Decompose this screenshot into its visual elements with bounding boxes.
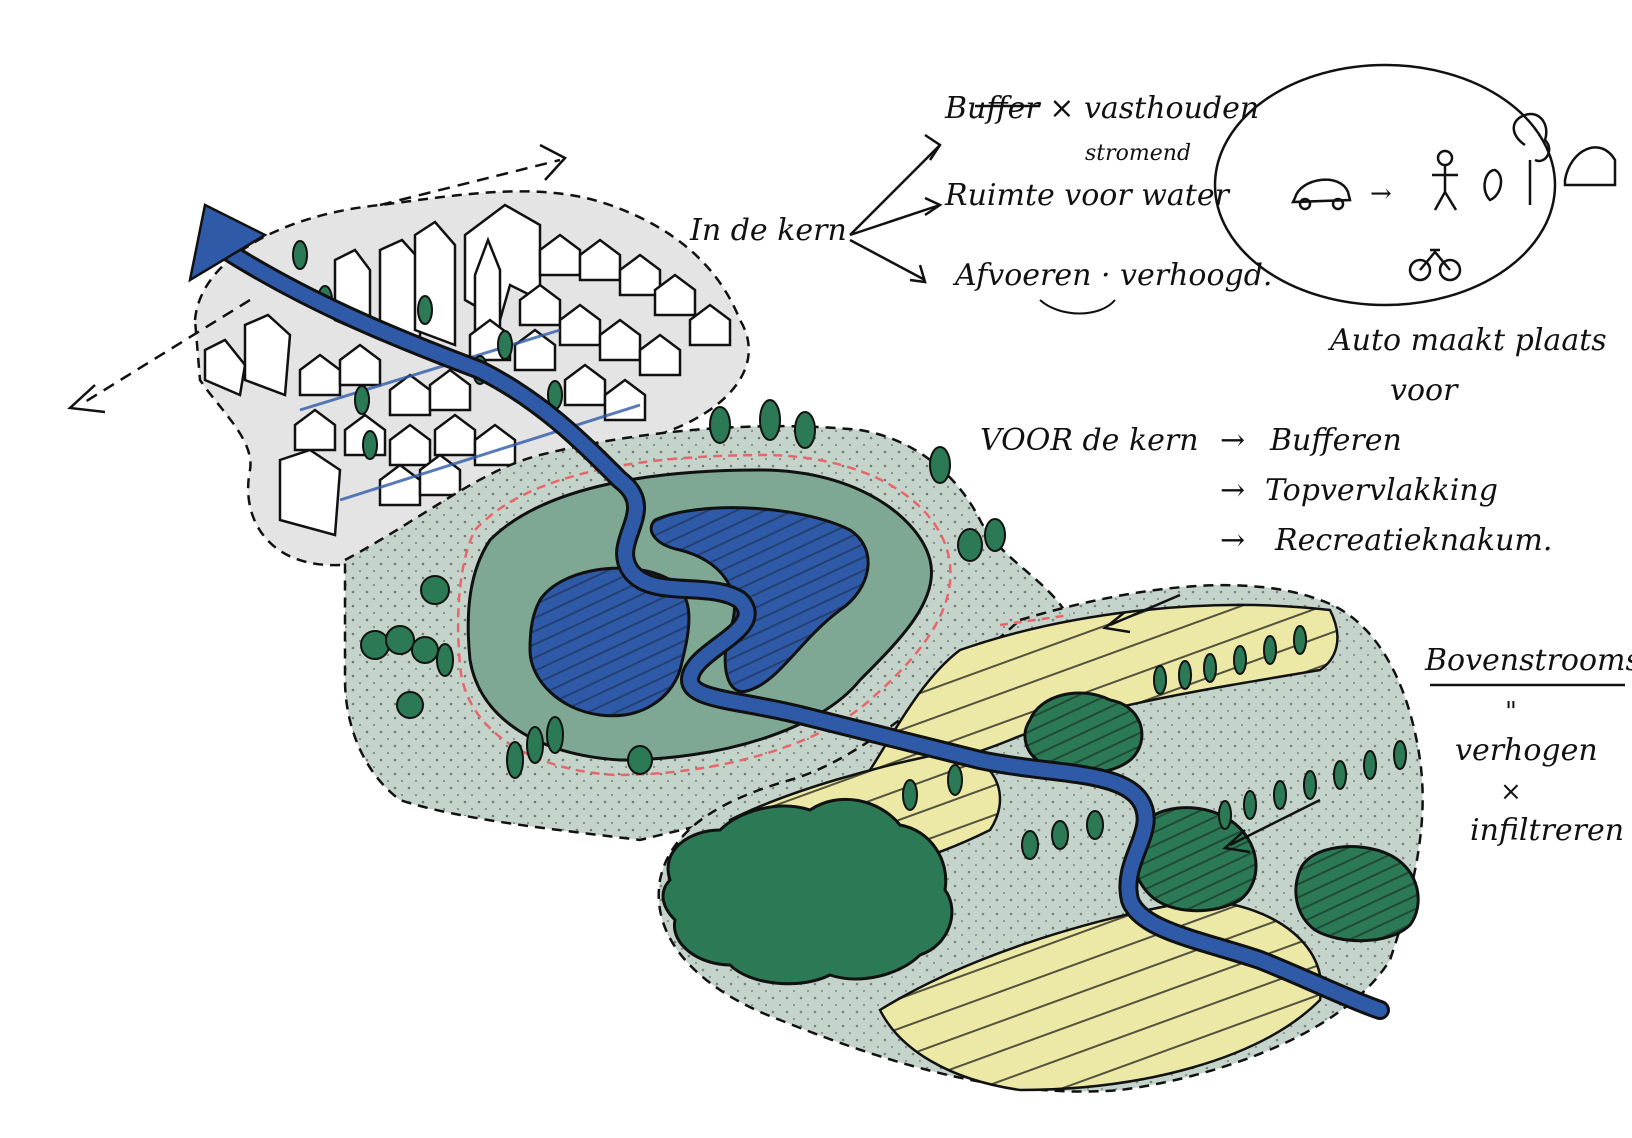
mobility-caption-line1: Auto maakt plaats bbox=[1327, 323, 1607, 358]
upstream-annotation: Bovenstrooms " verhogen × infiltreren bbox=[1424, 643, 1632, 848]
tree-icon bbox=[507, 742, 523, 778]
tree-icon bbox=[1087, 811, 1103, 839]
car-icon bbox=[1293, 180, 1350, 209]
core-annotation: In de kern Buffer × vasthouden stromend … bbox=[689, 91, 1272, 314]
tree-icon bbox=[1294, 626, 1306, 654]
tree-icon bbox=[418, 296, 432, 324]
front-item-2: Recreatieknakum. bbox=[1274, 523, 1552, 558]
tree-icon bbox=[1154, 666, 1166, 694]
tree-icon bbox=[1022, 831, 1038, 859]
tree-icon bbox=[1179, 661, 1191, 689]
upstream-line-1: verhogen bbox=[1455, 733, 1598, 768]
tree-icon bbox=[421, 576, 449, 604]
tree-icon bbox=[547, 717, 563, 753]
tree-icon bbox=[1264, 636, 1276, 664]
tree-icon bbox=[795, 412, 815, 448]
tree-icon bbox=[710, 407, 730, 443]
tree-icon bbox=[1219, 801, 1231, 829]
tree-icon bbox=[293, 241, 307, 269]
arrow-icon bbox=[70, 385, 105, 412]
upstream-line-2: × bbox=[1500, 777, 1522, 807]
tree-icon bbox=[363, 431, 377, 459]
front-annotation: VOOR de kern → Bufferen → Topvervlakking… bbox=[980, 423, 1552, 558]
tree-icon bbox=[930, 447, 950, 483]
tree-icon bbox=[1234, 646, 1246, 674]
tree-icon bbox=[628, 746, 652, 774]
branch-buffer-struck: Buffer × vasthouden bbox=[944, 91, 1259, 126]
tree-icon bbox=[1304, 771, 1316, 799]
tree-icon bbox=[1394, 741, 1406, 769]
tree-icon bbox=[903, 780, 917, 810]
pedestrian-icon bbox=[1432, 151, 1458, 210]
core-root-label: In de kern bbox=[689, 213, 847, 248]
tree-icon bbox=[498, 331, 512, 359]
front-root-label: VOOR de kern bbox=[980, 423, 1199, 458]
tree-icon bbox=[1334, 761, 1346, 789]
building-block bbox=[280, 450, 340, 535]
front-item-0: Bufferen bbox=[1269, 423, 1402, 458]
bicycle-icon bbox=[1410, 250, 1460, 280]
tree-icon bbox=[361, 631, 389, 659]
tree-icon bbox=[958, 529, 982, 561]
tree-icon bbox=[386, 626, 414, 654]
tree-icon bbox=[1052, 821, 1068, 849]
tree-icon bbox=[1274, 781, 1286, 809]
upstream-line-3: infiltreren bbox=[1470, 813, 1624, 848]
tree-icon bbox=[527, 727, 543, 763]
front-item-arrow: → bbox=[1220, 523, 1245, 558]
front-item-arrow: → bbox=[1220, 423, 1245, 458]
arrow-icon bbox=[540, 145, 565, 180]
tree-icon bbox=[1364, 751, 1376, 779]
mobility-bubble: → Auto maakt plaats voor bbox=[1215, 65, 1615, 408]
tree-icon bbox=[1204, 654, 1216, 682]
tree-icon bbox=[948, 765, 962, 795]
front-item-arrow: → bbox=[1220, 473, 1245, 508]
upstream-line-0: " bbox=[1505, 697, 1517, 727]
tree-icon bbox=[1485, 114, 1550, 205]
front-item-1: Topvervlakking bbox=[1265, 473, 1498, 508]
tree-icon bbox=[760, 400, 780, 440]
branch-insert: stromend bbox=[1085, 141, 1191, 166]
tree-icon bbox=[985, 519, 1005, 551]
mobility-caption-line2: voor bbox=[1390, 373, 1459, 408]
tree-icon bbox=[355, 386, 369, 414]
tree-icon bbox=[412, 637, 438, 663]
arrow-icon: → bbox=[1370, 179, 1392, 209]
branch-ruimte: Ruimte voor water bbox=[944, 178, 1231, 213]
tree-icon bbox=[397, 692, 423, 718]
house-icon bbox=[1565, 147, 1615, 185]
building-tower bbox=[415, 222, 455, 345]
tree-icon bbox=[437, 644, 453, 676]
tree-icon bbox=[1244, 791, 1256, 819]
upstream-title: Bovenstrooms bbox=[1424, 643, 1632, 678]
branch-afvoeren: Afvoeren · verhoogd. bbox=[952, 258, 1272, 293]
